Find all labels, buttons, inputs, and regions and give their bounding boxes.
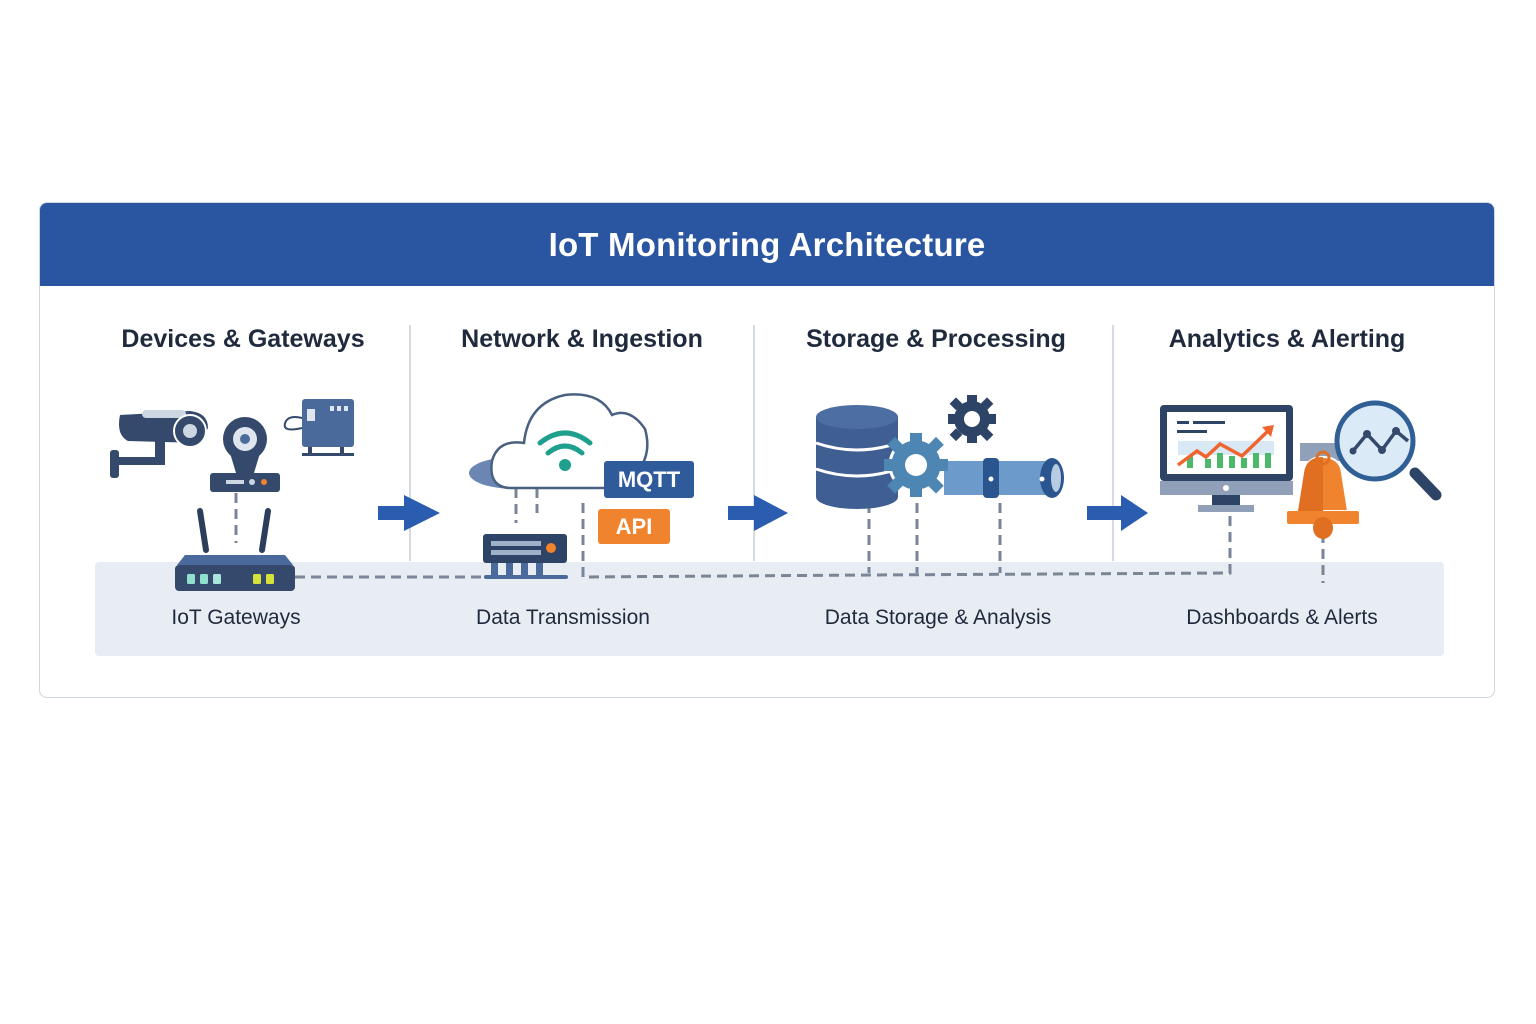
diagram-art: MQTT API — [110, 393, 1442, 591]
diagram-title: IoT Monitoring Architecture — [548, 225, 986, 263]
stage-divider — [1112, 325, 1114, 561]
band-label-gateways: IoT Gateways — [171, 606, 301, 629]
webcam-sensor-icon — [210, 417, 280, 492]
band-label-transmission: Data Transmission — [476, 606, 650, 629]
security-camera-icon — [110, 410, 208, 478]
router-gateway-icon — [175, 508, 295, 591]
flow-arrow-icon — [378, 495, 440, 531]
pipeline-icon — [944, 458, 1064, 498]
stage-title-storage: Storage & Processing — [806, 325, 1066, 353]
stage-divider — [753, 325, 755, 561]
api-label: API — [616, 514, 653, 539]
api-badge: API — [598, 509, 670, 544]
dashboard-monitor-icon — [1160, 405, 1360, 512]
sensor-module-icon — [283, 399, 354, 456]
database-icon — [815, 405, 899, 509]
mqtt-label: MQTT — [618, 467, 681, 492]
gear-icon — [884, 433, 948, 497]
stage-divider — [409, 325, 411, 561]
alert-bell-icon — [1287, 450, 1359, 539]
stage-title-network: Network & Ingestion — [461, 325, 703, 353]
band-label-dashboards: Dashboards & Alerts — [1186, 606, 1378, 629]
architecture-card: IoT Monitoring Architecture Devices & Ga… — [39, 202, 1495, 698]
stage-title-devices: Devices & Gateways — [121, 325, 365, 353]
flow-arrow-icon — [1087, 495, 1148, 531]
stage-title-analytics: Analytics & Alerting — [1168, 325, 1406, 353]
mqtt-badge: MQTT — [604, 461, 694, 498]
connector-lines — [234, 488, 1325, 583]
small-gear-icon — [948, 395, 996, 443]
magnifier-chart-icon — [1334, 400, 1442, 501]
server-icon — [483, 534, 568, 579]
diagram-header: IoT Monitoring Architecture — [40, 203, 1494, 286]
flow-arrow-icon — [728, 495, 788, 531]
band-label-storage: Data Storage & Analysis — [824, 606, 1052, 629]
